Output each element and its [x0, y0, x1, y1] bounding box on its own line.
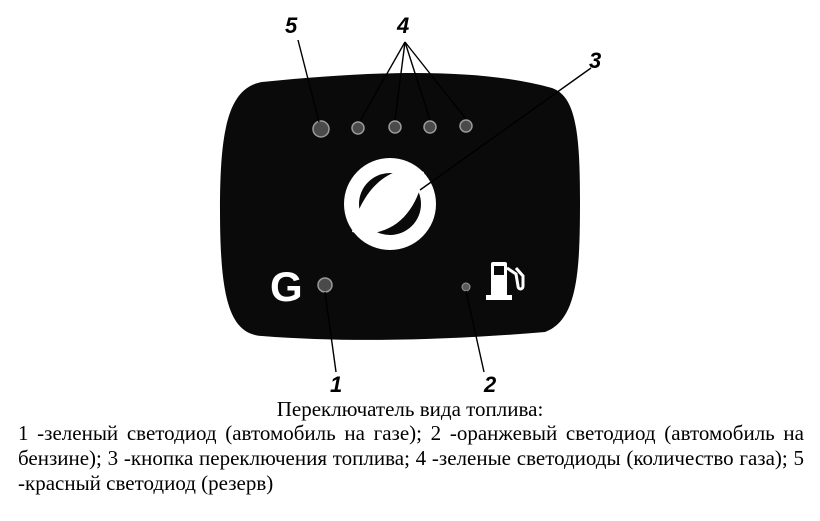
caption-title: Переключатель вида топлива: — [276, 397, 544, 421]
caption-body: 1 -зеленый светодиод (автомобиль на газе… — [18, 421, 804, 495]
fuel-switch-button-icon — [344, 158, 436, 250]
fuel-switch-diagram: G 5 4 3 1 2 — [220, 13, 601, 397]
orange-petrol-led — [461, 282, 471, 292]
gas-level-led — [423, 120, 437, 134]
leader-lines — [297, 39, 592, 373]
gas-level-leds — [351, 119, 473, 135]
gas-level-led — [459, 119, 473, 133]
callout-4: 4 — [396, 13, 409, 38]
gas-level-led — [388, 120, 402, 134]
callout-2: 2 — [483, 372, 497, 397]
green-gas-led — [317, 277, 333, 293]
red-reserve-led — [312, 120, 330, 138]
gas-mode-letter: G — [270, 263, 303, 310]
callout-5: 5 — [285, 13, 298, 38]
gas-level-led — [351, 121, 365, 135]
callout-3: 3 — [589, 48, 601, 73]
callout-1: 1 — [330, 372, 342, 397]
fuel-pump-icon — [486, 262, 525, 300]
